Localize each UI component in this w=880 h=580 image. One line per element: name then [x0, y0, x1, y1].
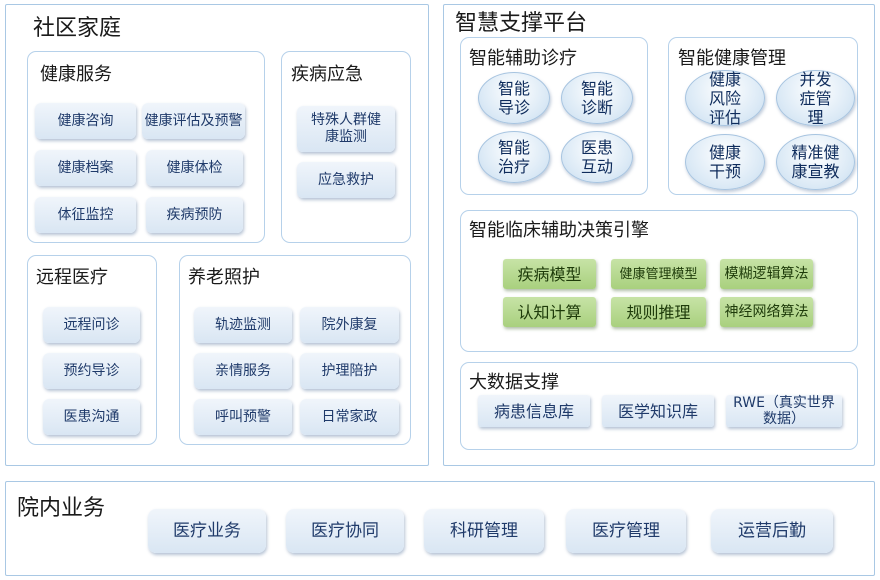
- cognitive-computing-item: 认知计算: [503, 297, 596, 327]
- disease-model-item: 疾病模型: [503, 259, 596, 289]
- medical-collaboration-item: 医疗协同: [286, 509, 404, 553]
- hospital-business-title: 院内业务: [17, 496, 106, 521]
- smart-health-mgmt-title: 智能健康管理: [678, 48, 786, 69]
- patient-info-db-item: 病患信息库: [478, 395, 590, 427]
- rwe-real-world-data-item: RWE（真实世界数据）: [726, 395, 842, 427]
- elderly-care-title: 养老照护: [188, 267, 260, 288]
- health-assessment-warning-item: 健康评估及预警: [142, 103, 245, 139]
- health-intervention-bubble: 健康干预: [685, 134, 765, 190]
- smart-diagnose-bubble: 智能诊断: [561, 72, 633, 124]
- health-record-item: 健康档案: [35, 150, 136, 186]
- research-management-item: 科研管理: [424, 509, 544, 553]
- doctor-patient-interaction-bubble: 医患互动: [561, 131, 633, 183]
- operations-logistics-item: 运营后勤: [711, 509, 833, 553]
- outpatient-rehab-item: 院外康复: [300, 307, 399, 343]
- smart-platform-title: 智慧支撑平台: [455, 11, 588, 36]
- trajectory-monitor-item: 轨迹监测: [194, 307, 292, 343]
- call-alert-item: 呼叫预警: [194, 399, 292, 435]
- disease-emergency-title: 疾病应急: [291, 64, 363, 85]
- remote-medical-title: 远程医疗: [36, 267, 108, 288]
- community-family-title: 社区家庭: [33, 16, 122, 41]
- disease-prevention-item: 疾病预防: [146, 197, 243, 233]
- fuzzy-logic-algorithm-item: 模糊逻辑算法: [720, 259, 813, 289]
- precision-health-education-bubble: 精准健康宣教: [776, 134, 855, 190]
- remote-consult-item: 远程问诊: [43, 307, 140, 343]
- nursing-escort-item: 护理陪护: [300, 353, 399, 389]
- health-mgmt-model-item: 健康管理模型: [611, 259, 706, 289]
- health-service-title: 健康服务: [40, 64, 112, 85]
- neural-network-algorithm-item: 神经网络算法: [720, 297, 813, 327]
- rule-reasoning-item: 规则推理: [611, 297, 706, 327]
- health-risk-assessment-bubble: 健康风险评估: [685, 70, 765, 127]
- emergency-rescue-item: 应急救护: [297, 162, 395, 198]
- daily-housekeeping-item: 日常家政: [300, 399, 399, 435]
- health-consult-item: 健康咨询: [35, 103, 136, 139]
- family-service-item: 亲情服务: [194, 353, 292, 389]
- smart-treatment-bubble: 智能治疗: [478, 131, 550, 183]
- smart-triage-bubble: 智能导诊: [478, 72, 550, 124]
- health-checkup-item: 健康体检: [146, 150, 243, 186]
- doctor-patient-communication-item: 医患沟通: [43, 399, 140, 435]
- complication-management-bubble: 并发症管理: [776, 70, 855, 127]
- medical-business-item: 医疗业务: [148, 509, 266, 553]
- smart-diagnosis-title: 智能辅助诊疗: [469, 48, 577, 69]
- appointment-guide-item: 预约导诊: [43, 353, 140, 389]
- vital-sign-monitor-item: 体征监控: [35, 197, 136, 233]
- clinical-decision-engine-title: 智能临床辅助决策引擎: [469, 220, 649, 241]
- special-group-monitor-item: 特殊人群健康监测: [297, 106, 395, 152]
- medical-knowledge-db-item: 医学知识库: [602, 395, 714, 427]
- medical-management-item: 医疗管理: [566, 509, 686, 553]
- big-data-support-title: 大数据支撑: [469, 372, 559, 393]
